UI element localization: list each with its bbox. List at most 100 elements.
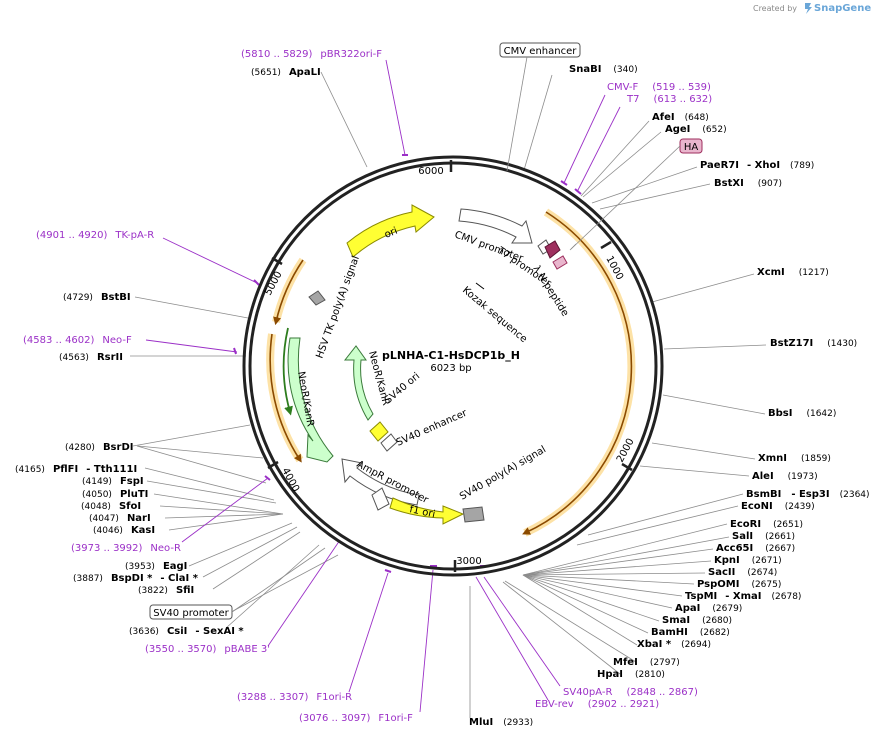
snapgene-logo-icon	[805, 3, 812, 14]
site-fspi: (4149)FspI	[82, 476, 144, 487]
kozak-mark	[475, 282, 485, 290]
lambda-n-peptide-feature	[544, 240, 561, 259]
sv40-promoter-label: SV40 promoter	[153, 608, 229, 619]
sv40-promoter-leader	[231, 547, 326, 613]
ampr-promoter-small	[371, 487, 390, 511]
site-bstz17i: BstZ17I(1430)	[770, 338, 857, 349]
primer-sv40pa-r: SV40pA-R(2848 .. 2867)	[563, 687, 698, 698]
site-alei: AleI(1973)	[752, 471, 818, 482]
site-bsrdi: (4280)BsrDI	[65, 442, 133, 453]
site-xbai: XbaI *(2694)	[637, 639, 711, 650]
hsv-tk-polya-feature	[308, 290, 326, 306]
primer-pbabe-3: (3550 .. 3570)pBABE 3'	[145, 644, 270, 655]
primer-neo-f: (4583 .. 4602)Neo-F	[23, 335, 132, 346]
f1-ori-feature	[389, 497, 465, 525]
site-bstbi: (4729)BstBI	[63, 292, 131, 303]
site-apai: ApaI(2679)	[675, 603, 742, 614]
site-apali: (5651)ApaLI	[251, 67, 321, 78]
ha-label: HA	[684, 142, 699, 153]
sv40-ori-label: SV40 ori	[383, 371, 422, 406]
site-bspdi: (3887)BspDI *- ClaI *	[73, 573, 199, 584]
cmv-promoter-feature	[458, 208, 533, 244]
sv40-polya-feature	[462, 506, 485, 523]
site-pluti: (4050)PluTI	[82, 489, 148, 500]
watermark-prefix: Created by	[753, 4, 797, 13]
site-hpai: HpaI(2810)	[597, 669, 665, 680]
plasmid-size: 6023 bp	[430, 363, 471, 374]
neor-kanr-feature	[287, 337, 334, 463]
site-sali: SalI(2661)	[732, 531, 795, 542]
orf-arc-upper-left	[273, 259, 304, 326]
f1-ori-label: f1 ori	[408, 504, 436, 520]
site-sfii: (3822)SfiI	[138, 585, 194, 596]
tick-3000: 3000	[456, 556, 481, 567]
site-afei: AfeI(648)	[652, 112, 709, 123]
ha-box: HA	[569, 138, 703, 251]
cmv-enhancer-box: CMV enhancer	[499, 42, 581, 172]
watermark-brand: SnapGene	[814, 3, 871, 14]
primer-ebv-rev: EBV-rev(2902 .. 2921)	[535, 699, 659, 710]
ori-label: ori	[383, 226, 399, 241]
primer-leader-lines	[145, 59, 621, 713]
enzyme-leader-lines	[130, 71, 767, 718]
site-smai: SmaI(2680)	[662, 615, 732, 626]
site-acc65i: Acc65I(2667)	[716, 543, 795, 554]
site-bamhi: BamHI(2682)	[651, 627, 730, 638]
site-sacii: SacII(2674)	[708, 567, 777, 578]
primer-tk-pa-r: (4901 .. 4920)TK-pA-R	[36, 230, 154, 241]
site-paer7i: PaeR7I- XhoI(789)	[700, 160, 814, 171]
site-ecori: EcoRI(2651)	[730, 519, 803, 530]
sv40-promoter-box: SV40 promoter	[149, 604, 233, 620]
sv40-ori-feature	[369, 421, 389, 442]
site-pflfi: (4165)PflFI- Tth111I	[15, 464, 137, 475]
site-xmni: XmnI(1859)	[758, 453, 831, 464]
primer-labels: CMV-F(519 .. 539) T7(613 .. 632) (5810 .…	[23, 49, 712, 724]
sv40-enhancer-label: SV40 enhancer	[395, 407, 470, 448]
lambda-n-peptide-label: λ N peptide	[530, 264, 570, 319]
plasmid-backbone	[242, 155, 664, 577]
cmv-enhancer-label: CMV enhancer	[504, 46, 578, 57]
hsv-tk-polya-label: HSV TK poly(A) signal	[314, 254, 361, 360]
neor-orf-arc	[282, 327, 293, 416]
sv40-enhancer-feature	[380, 433, 398, 452]
site-snabi: SnaBI(340)	[569, 64, 638, 75]
primer-neo-r: (3973 .. 3992)Neo-R	[71, 543, 181, 554]
plasmid-name: pLNHA-C1-HsDCP1b_H	[382, 349, 520, 362]
neor-kanr-inner-feature	[343, 345, 374, 421]
site-mfei: MfeI(2797)	[613, 657, 680, 668]
primer-pbr322ori-f: (5810 .. 5829)pBR322ori-F	[241, 49, 382, 60]
site-kasi: (4046)KasI	[93, 525, 155, 536]
site-mlui: MluI(2933)	[469, 717, 533, 728]
ha-tag-feature	[552, 255, 568, 270]
primer-f1ori-f: (3076 .. 3097)F1ori-F	[299, 713, 413, 724]
site-kpni: KpnI(2671)	[714, 555, 782, 566]
tick-6000: 6000	[418, 166, 443, 177]
tick-4000: 4000	[279, 466, 301, 494]
hsdcp1b-orf-arc	[522, 211, 633, 535]
enzyme-labels-right: SnaBI(340) AfeI(648) AgeI(652) PaeR7I- X…	[469, 64, 870, 728]
site-rsrii: (4563)RsrII	[59, 352, 123, 363]
site-sfoi: (4048)SfoI	[81, 501, 141, 512]
site-pspomi: PspOMI(2675)	[697, 579, 781, 590]
primer-t7: T7(613 .. 632)	[626, 94, 712, 105]
site-agei: AgeI(652)	[665, 124, 727, 135]
ampr-promoter-feature	[341, 458, 420, 506]
ori-feature	[346, 204, 435, 258]
site-bsmbi: BsmBI- Esp3I(2364)	[746, 489, 870, 500]
primer-f1ori-r: (3288 .. 3307)F1ori-R	[237, 692, 352, 703]
site-eagi: (3953)EagI	[125, 561, 187, 572]
site-econi: EcoNI(2439)	[741, 501, 815, 512]
snapgene-watermark: Created by SnapGene	[753, 3, 871, 14]
primer-cmv-f: CMV-F(519 .. 539)	[607, 82, 711, 93]
bp-tick-marks	[267, 160, 633, 572]
orf-arc-left	[269, 333, 302, 463]
site-bbsi: BbsI(1642)	[768, 408, 836, 419]
enzyme-labels-left: (5651)ApaLI (4729)BstBI (4563)RsrII (428…	[15, 67, 321, 637]
site-bstxi: BstXI(907)	[714, 178, 782, 189]
kozak-sequence-label: Kozak sequence	[460, 285, 529, 345]
orf-arcs	[266, 208, 636, 537]
site-csii: (3636)CsiI- SexAI *	[129, 626, 244, 637]
site-xcmi: XcmI(1217)	[757, 267, 829, 278]
sv40-polya-label: SV40 poly(A) signal	[458, 444, 548, 502]
site-nari: (4047)NarI	[89, 513, 151, 524]
